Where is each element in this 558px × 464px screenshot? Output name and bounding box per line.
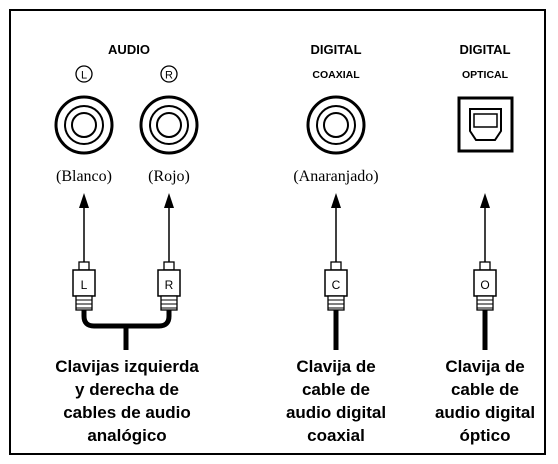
optical-caption-line-3: audio digital <box>435 403 535 422</box>
audio-title: AUDIO <box>108 42 150 57</box>
right-rca-jack[interactable] <box>139 95 199 155</box>
coaxial-plug: C <box>324 252 348 311</box>
coaxial-title: DIGITAL <box>310 42 361 57</box>
coaxial-arrow <box>331 193 341 252</box>
audio-caption-line-3: cables de audio <box>63 403 191 422</box>
coaxial-color-label: (Anaranjado) <box>293 168 378 185</box>
right-marker-label: R <box>165 70 173 82</box>
left-marker-label: L <box>81 70 87 82</box>
left-rca-plug: L <box>72 252 96 311</box>
left-arrow <box>79 193 89 252</box>
left-plug-label: L <box>81 278 88 292</box>
right-arrow <box>164 193 174 252</box>
coaxial-caption-line-3: audio digital <box>286 403 386 422</box>
right-plug-label: R <box>165 278 174 292</box>
left-channel-marker: L <box>75 65 93 83</box>
right-channel-marker: R <box>160 65 178 83</box>
coaxial-plug-label: C <box>332 278 341 292</box>
coaxial-jack[interactable] <box>306 95 366 155</box>
optical-caption-line-4: óptico <box>460 426 511 445</box>
optical-caption-line-2: cable de <box>451 380 519 399</box>
coaxial-caption-line-2: cable de <box>302 380 370 399</box>
coaxial-caption-line-1: Clavija de <box>296 357 375 376</box>
optical-title: DIGITAL <box>459 42 510 57</box>
right-rca-plug: R <box>157 252 181 311</box>
diagram-frame <box>9 9 546 455</box>
audio-caption-line-1: Clavijas izquierda <box>55 357 199 376</box>
audio-caption-line-4: analógico <box>87 426 166 445</box>
right-color-label: (Rojo) <box>148 168 190 185</box>
audio-caption-line-2: y derecha de <box>75 380 179 399</box>
optical-arrow <box>480 193 490 252</box>
left-color-label: (Blanco) <box>56 168 112 185</box>
coaxial-caption-line-4: coaxial <box>307 426 365 445</box>
optical-subtitle: OPTICAL <box>462 69 509 81</box>
optical-caption-line-1: Clavija de <box>445 357 524 376</box>
optical-plug: O <box>473 252 497 311</box>
left-rca-jack[interactable] <box>54 95 114 155</box>
optical-plug-label: O <box>480 278 489 292</box>
optical-jack[interactable] <box>457 96 514 153</box>
analog-cable <box>81 310 172 329</box>
coaxial-subtitle: COAXIAL <box>312 69 360 81</box>
